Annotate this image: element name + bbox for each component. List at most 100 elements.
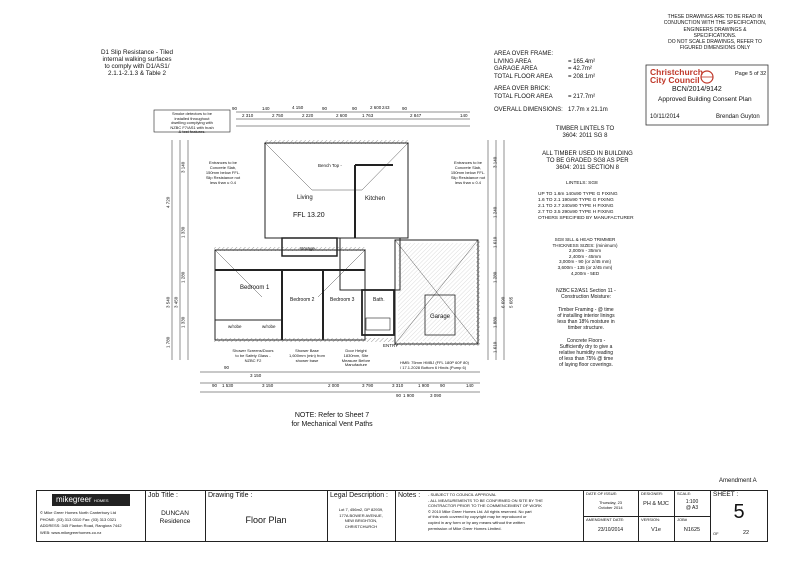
- drawing-title-label: Drawing Title :: [208, 492, 253, 499]
- notice-line: CONJUNCTION WITH THE SPECIFICATION,: [663, 20, 767, 27]
- timber-lintels-note: TIMBER LINTELS TO 3604: 2011 SG 8: [555, 126, 615, 139]
- divider: [639, 516, 675, 517]
- job-value: N1625: [683, 527, 701, 533]
- dim-left: 1 330: [180, 226, 186, 238]
- sheet-cell: SHEET : 5 OF 22: [710, 490, 768, 542]
- notice-line: ENGINEERS DRAWINGS &: [683, 26, 747, 33]
- dim-top: 2 310: [242, 113, 254, 118]
- legal-label: Legal Description :: [330, 492, 388, 499]
- dim-bottom: 2 000: [328, 383, 340, 388]
- notes-value: - SUBJECT TO COUNCIL APPROVAL - ALL MEAS…: [428, 492, 543, 531]
- room-label-wrobe-1: w/robe: [228, 324, 242, 329]
- dim-bottom: 3 090: [430, 393, 442, 398]
- drawing-notice: THESE DRAWINGS ARE TO BE READ IN CONJUNC…: [654, 14, 776, 52]
- dim-left: 1 780: [165, 336, 171, 348]
- amendment-label: Amendment A: [719, 478, 757, 484]
- dim-right: 1 880: [492, 316, 498, 328]
- room-label-bedroom-3: Bedroom 3: [330, 297, 355, 303]
- dim-bottom-small: 90: [224, 365, 230, 370]
- notice-line: SPECIFICATIONS.: [693, 32, 737, 39]
- consent-date: 10/11/2014: [650, 114, 680, 120]
- dim-top: 2 750: [272, 113, 284, 118]
- area-row: GARAGE AREA= 42.7m²: [494, 66, 592, 73]
- designer-cell: DESIGNER: PH & MJC VERSION: V1e: [638, 490, 675, 542]
- area-row: TOTAL FLOOR AREA= 208.1m²: [494, 73, 596, 80]
- room-label-bedroom-1: Bedroom 1: [240, 285, 270, 291]
- legal-description-cell: Legal Description : Lot 7, 456m2, DP 829…: [327, 490, 395, 542]
- dim-right: 1 240: [492, 206, 498, 218]
- dim-right: 1 610: [492, 236, 498, 248]
- scale-label: SCALE:: [677, 491, 692, 496]
- dim-bottom: 1 900: [418, 383, 430, 388]
- shower-base-note: Shower Base 1,600mm (min) from shower ba…: [288, 348, 325, 363]
- notice-line: FIGURED DIMENSIONS ONLY: [679, 45, 751, 52]
- dim-right: 1 280: [492, 271, 498, 283]
- company-name: mikegreer: [56, 495, 92, 504]
- drawing-title-value: Floor Plan: [245, 515, 287, 525]
- area-brick-title: AREA OVER BRICK:: [494, 86, 551, 93]
- dim-right: 6 690: [500, 296, 506, 308]
- version-value: V1e: [651, 527, 661, 533]
- dim-top-small: 140: [460, 113, 468, 118]
- room-label-bath: Bath.: [373, 297, 385, 303]
- dim-top-small: 90: [232, 106, 238, 111]
- dim-top: 4 150: [292, 105, 304, 110]
- drawing-title-cell: Drawing Title : Floor Plan: [205, 490, 327, 542]
- scale-value: 1:100 @ A3: [685, 499, 699, 511]
- dim-bottom: 3 790: [362, 383, 374, 388]
- slip-resistance-note: D1 Slip Resistance - Tiled internal walk…: [88, 49, 186, 77]
- mechanical-vent-note: NOTE: Refer to Sheet 7 for Mechanical Ve…: [291, 412, 373, 428]
- amend-date-label: AMENDMENT DATE:: [586, 517, 625, 522]
- note-line: to comply with D1/AS1/: [104, 63, 170, 70]
- dim-bottom-small: 90: [212, 383, 218, 388]
- dim-top: 2 600: [370, 105, 382, 110]
- smoke-detector-note: Smoke detectors to be installed througho…: [170, 111, 214, 135]
- designer-value: PH & MJC: [643, 501, 669, 507]
- council-name: Christchurch City Council: [650, 68, 703, 85]
- lintels-table: LINTELS: SG8 UP TO 1.6m 140x90 TYPE G FI…: [538, 181, 634, 221]
- notice-line: DO NOT SCALE DRAWINGS, REFER TO: [668, 39, 762, 46]
- dim-bottom: 3 150: [250, 373, 262, 378]
- job-title-label: Job Title :: [148, 492, 178, 499]
- nzbc-moisture-note: NZBC E2/AS1 Section 11 - Construction Mo…: [556, 288, 616, 369]
- sheet-of-label: OF: [713, 531, 719, 536]
- dim-left: 3 450: [173, 296, 179, 308]
- dim-top-small: 90: [352, 106, 358, 111]
- note-line: D1 Slip Resistance - Tiled: [100, 49, 174, 56]
- overall-dimensions: OVERALL DIMENSIONS:17.7m x 21.1m: [494, 106, 608, 113]
- dim-left: 4 720: [165, 196, 171, 208]
- title-block: [36, 490, 768, 542]
- dim-bottom: 3 310: [392, 383, 404, 388]
- dim-left: 3 140: [180, 161, 186, 173]
- room-label-bedroom-2: Bedroom 2: [290, 297, 315, 303]
- room-label-living: Living: [297, 195, 313, 201]
- job-label: JOB#: [677, 517, 688, 522]
- dim-bottom-small: 90: [396, 393, 402, 398]
- divider: [584, 516, 639, 517]
- sheet-total: 22: [743, 530, 750, 536]
- dim-right: 1 610: [492, 341, 498, 353]
- dim-top: 2 220: [302, 113, 314, 118]
- sill-trimmer-note: SG8 SILL & HEAD TRIMMER THICKNESS SIZES:…: [552, 237, 618, 276]
- room-label-storage: storage: [300, 246, 316, 251]
- room-label-garage: Garage: [430, 314, 451, 320]
- area-schedule: AREA OVER FRAME: LIVING AREA= 165.4m² GA…: [494, 51, 608, 114]
- divider: [675, 516, 711, 517]
- bench-top-label: Bench Top -: [318, 163, 342, 168]
- dim-top: 243: [382, 105, 390, 110]
- room-label-ffl: FFL 13.20: [293, 212, 325, 219]
- dim-left: 3 540: [165, 296, 171, 308]
- dim-bottom-small: 90: [440, 383, 446, 388]
- timber-grade-note: ALL TIMBER USED IN BUILDING TO BE GRADED…: [542, 151, 633, 171]
- living-kitchen-outline: [264, 142, 409, 239]
- company-sub: HOMES: [93, 498, 109, 503]
- company-details: © Mike Greer Homes North Canterbury Ltd …: [40, 510, 122, 535]
- room-label-entry: ENTRY: [383, 343, 398, 348]
- sheet-label: SHEET :: [713, 491, 739, 498]
- consent-page: Page 5 of 32: [735, 71, 767, 77]
- company-logo: mikegreer HOMES: [52, 494, 130, 506]
- dim-top-small: 90: [402, 106, 408, 111]
- dim-top-small: 140: [262, 106, 270, 111]
- room-label-kitchen: Kitchen: [365, 196, 385, 202]
